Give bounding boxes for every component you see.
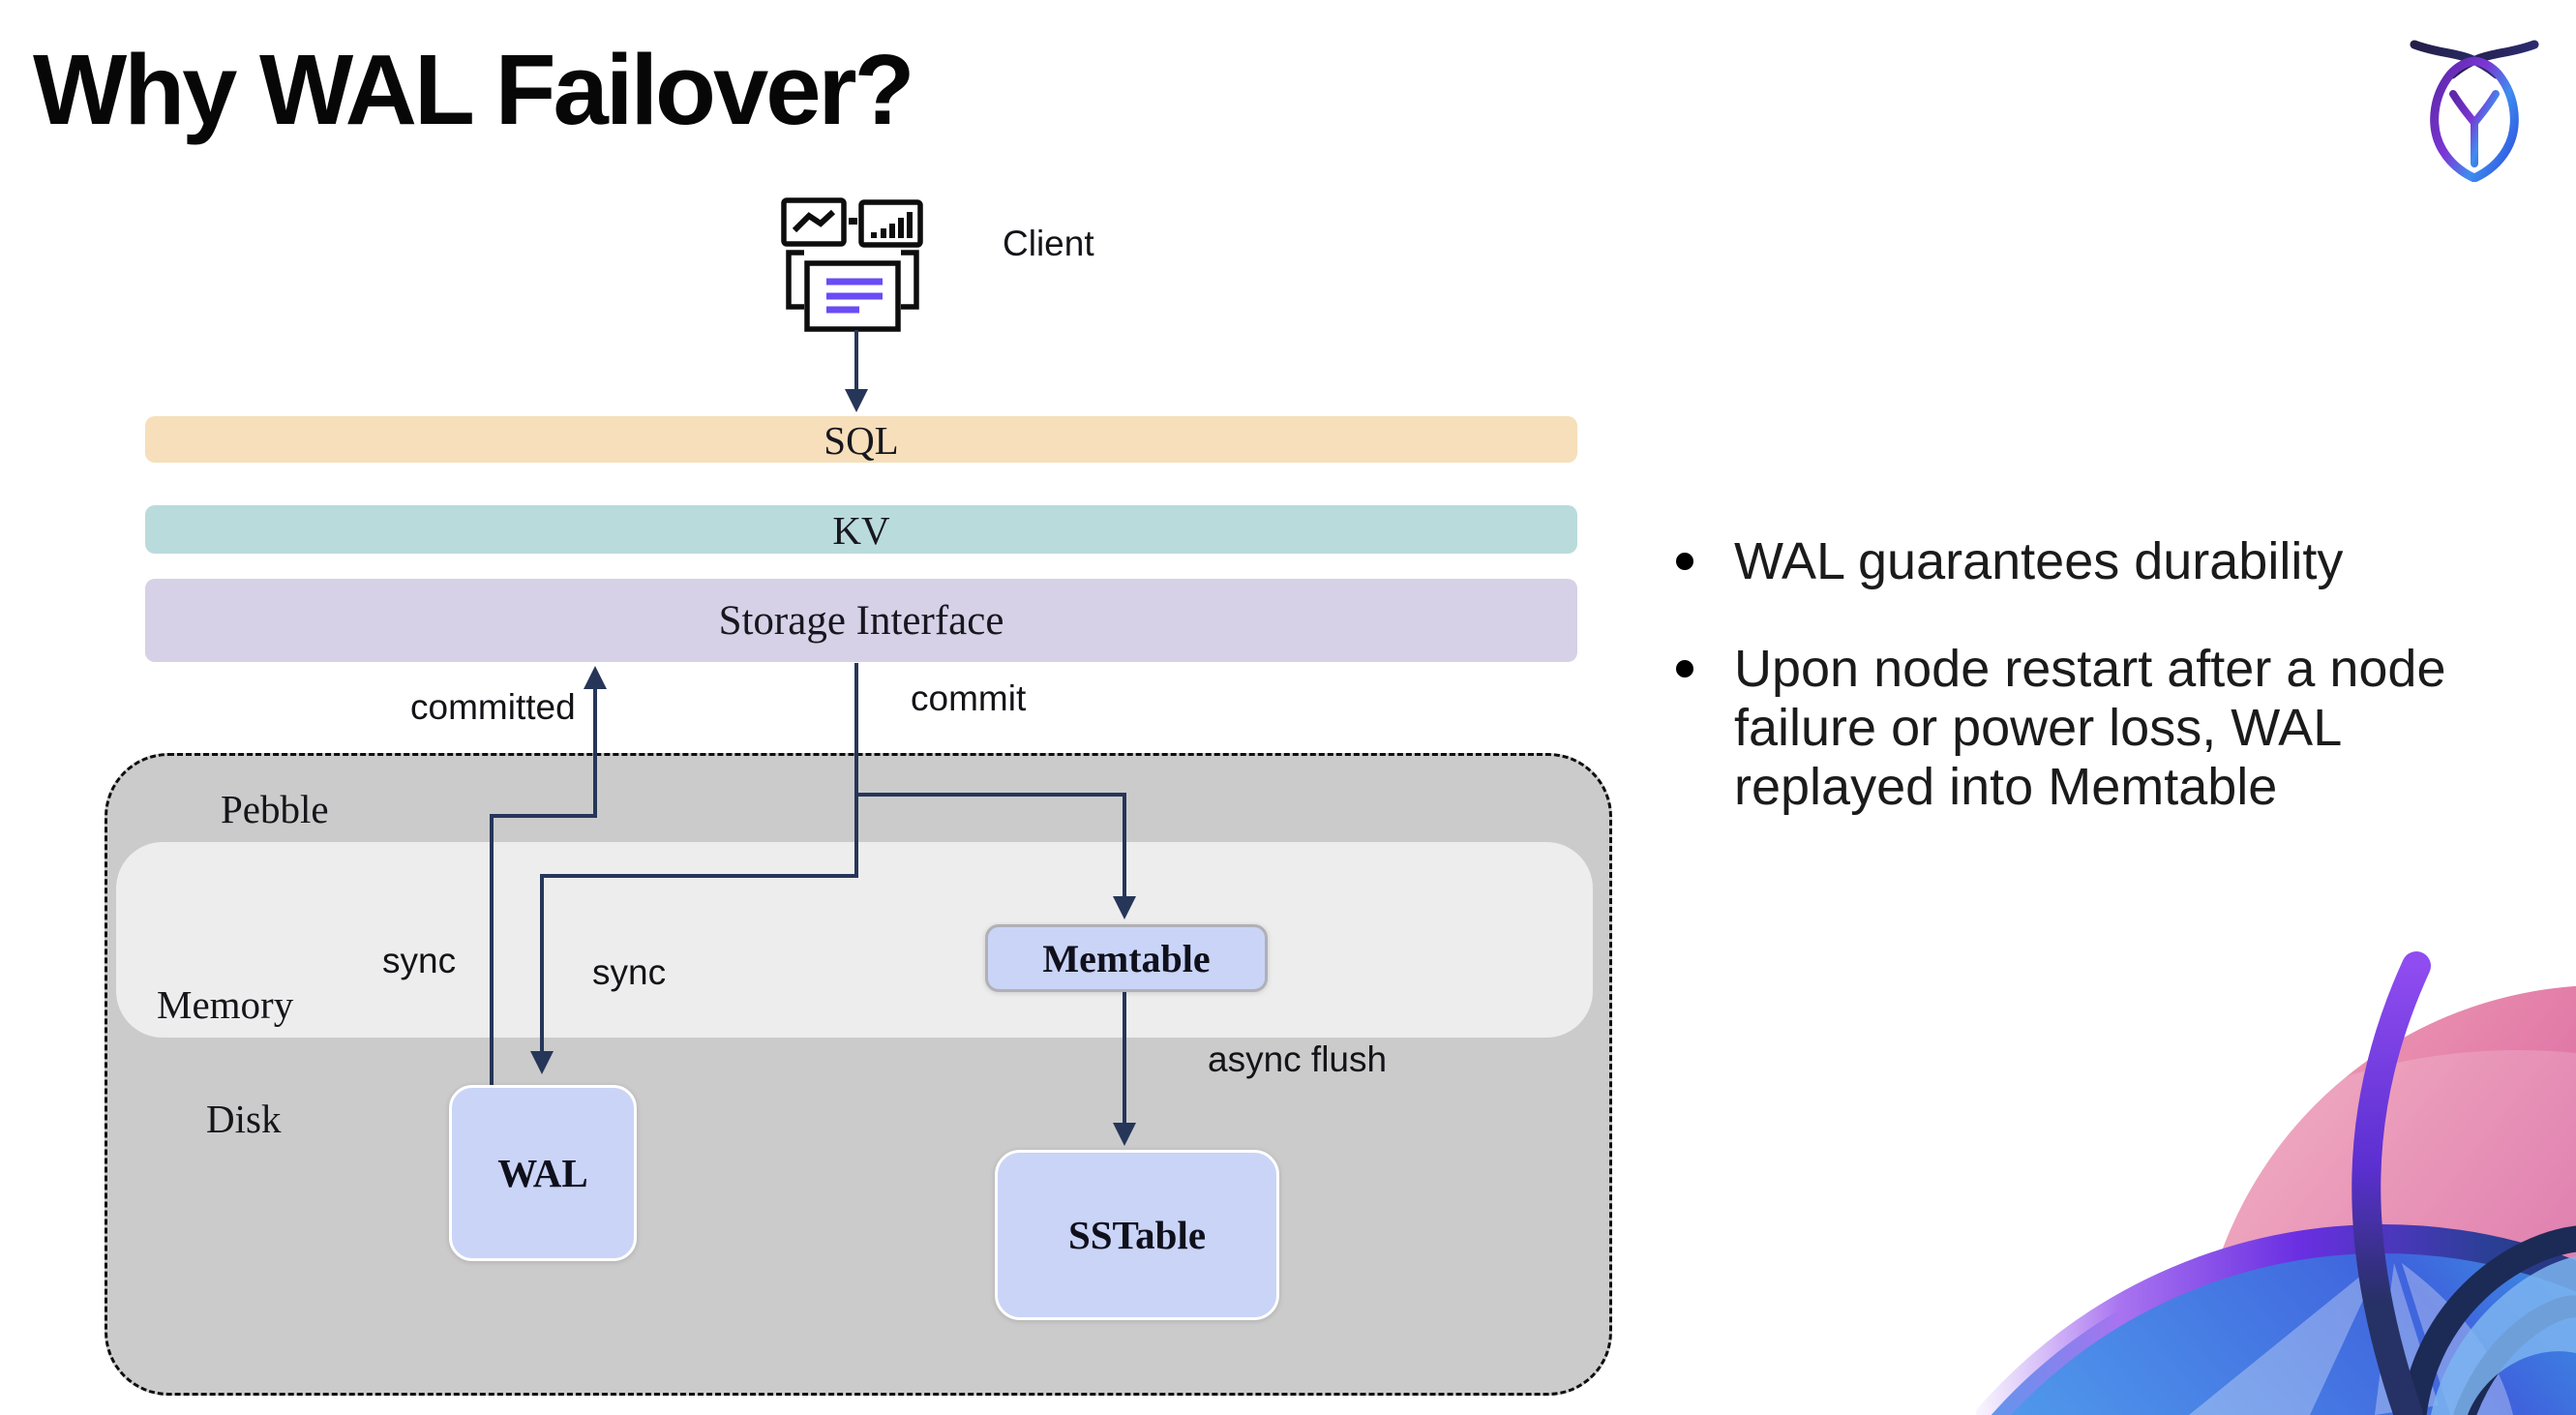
arrow-storage-commit-to-wal	[530, 663, 858, 1074]
edge-label-sync-left: sync	[382, 941, 457, 980]
bullet-item: WAL guarantees durability	[1676, 532, 2462, 591]
sstable-box: SSTable	[995, 1150, 1279, 1320]
bullet-text: WAL guarantees durability	[1734, 532, 2344, 590]
logo-vein-icon	[2449, 90, 2500, 167]
edge-label-commit: commit	[911, 678, 1027, 718]
cockroachdb-logo	[2410, 40, 2539, 182]
client-label: Client	[1003, 224, 1094, 263]
edge-label-async-flush: async flush	[1208, 1039, 1388, 1079]
edge-label-sync-right: sync	[592, 952, 667, 992]
layer-storage-interface: Storage Interface	[145, 579, 1577, 662]
bullet-dot-icon	[1676, 660, 1693, 677]
arrow-commit-to-memtable	[856, 793, 1136, 919]
client-bracket-left-icon	[786, 250, 804, 310]
edge-label-committed: committed	[410, 687, 576, 727]
art-vertical-arc	[2351, 951, 2431, 1415]
logo-body-icon	[2430, 56, 2519, 182]
layer-kv: KV	[145, 505, 1577, 554]
bullet-item: Upon node restart after a node failure o…	[1676, 640, 2462, 817]
brand-corner-art	[1976, 951, 2576, 1415]
bullet-dot-icon	[1676, 553, 1693, 570]
arrow-wal-committed-to-storage	[490, 666, 607, 1085]
layer-sql: SQL	[145, 416, 1577, 463]
bullet-text: Upon node restart after a node failure o…	[1734, 640, 2446, 816]
disk-label: Disk	[206, 1097, 282, 1141]
client-bracket-right-icon	[901, 250, 919, 310]
memory-label: Memory	[157, 982, 294, 1027]
client-document-lines-icon	[826, 278, 883, 314]
pebble-label: Pebble	[221, 787, 329, 831]
bullet-list: WAL guarantees durability Upon node rest…	[1676, 532, 2462, 865]
wal-box: WAL	[449, 1085, 637, 1261]
page-title: Why WAL Failover?	[33, 34, 915, 145]
art-leaf-fill	[2431, 1256, 2576, 1415]
client-icon	[781, 197, 923, 332]
memtable-box: Memtable	[985, 924, 1268, 992]
